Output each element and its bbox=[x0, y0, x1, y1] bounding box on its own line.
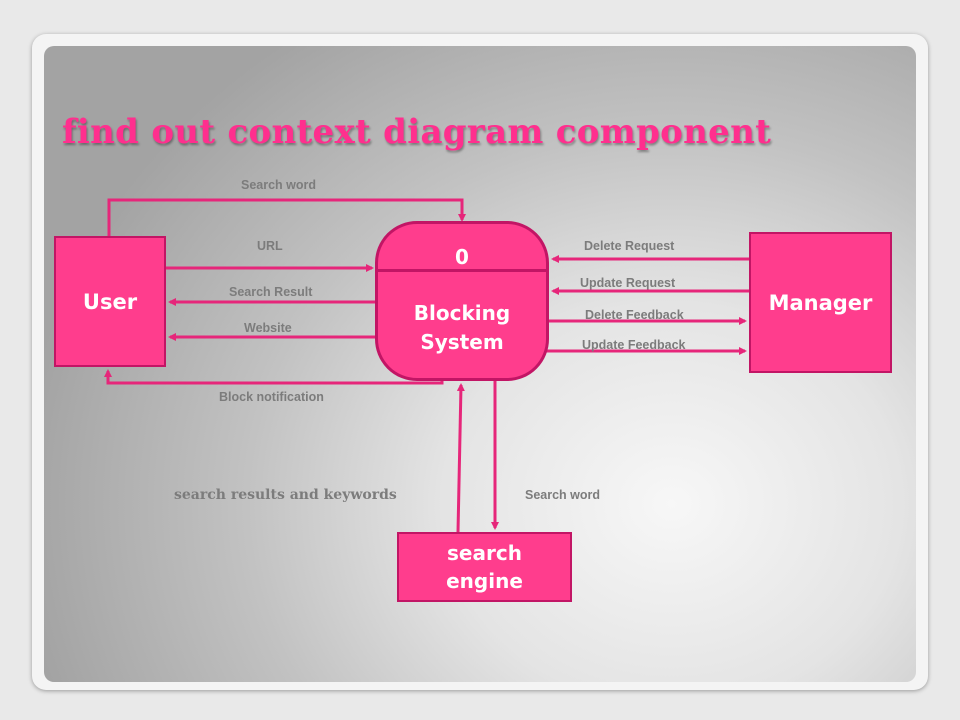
flow-label-search-word-bottom: Search word bbox=[525, 488, 601, 502]
process-name: Blocking System bbox=[413, 301, 511, 354]
flow-label-update-request: Update Request bbox=[580, 276, 676, 290]
flow-label-delete-request: Delete Request bbox=[584, 239, 675, 253]
slide-title: find out context diagram component bbox=[62, 112, 772, 152]
flow-label-block-notification: Block notification bbox=[219, 390, 324, 404]
flow-label-search-result: Search Result bbox=[229, 285, 313, 299]
process-id: 0 bbox=[455, 245, 469, 269]
flow-label-website: Website bbox=[244, 321, 292, 335]
process-blocking-system: 0 Blocking System bbox=[375, 221, 549, 381]
process-divider bbox=[378, 269, 546, 272]
flow-arrow-search-results-keywords bbox=[456, 383, 465, 533]
flow-arrow-block-notification bbox=[104, 369, 444, 385]
flow-label-delete-feedback: Delete Feedback bbox=[585, 308, 684, 322]
flow-label-search-word-top: Search word bbox=[241, 178, 317, 192]
flow-label-url: URL bbox=[257, 239, 283, 253]
flow-label-search-results-keywords: search results and keywords bbox=[174, 487, 397, 503]
flow-arrow-search-word-top bbox=[107, 198, 466, 236]
entity-user: User bbox=[54, 236, 166, 367]
entity-manager: Manager bbox=[749, 232, 892, 373]
entity-search-engine: search engine bbox=[397, 532, 572, 602]
flow-label-update-feedback: Update Feedback bbox=[582, 338, 686, 352]
